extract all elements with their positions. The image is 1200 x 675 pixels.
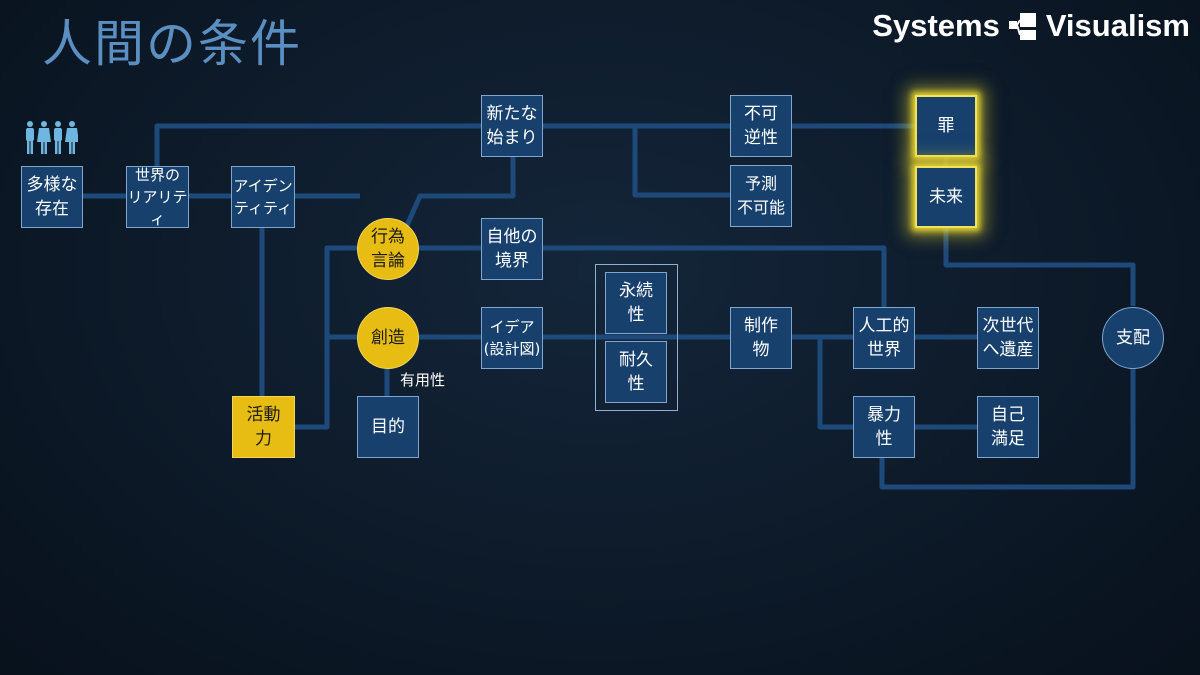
- node-world-reality: 世界の リアリティ: [126, 166, 189, 228]
- node-durability: 耐久 性: [605, 341, 667, 403]
- node-production: 制作 物: [730, 307, 792, 369]
- link-world-to-top: [154, 123, 920, 168]
- node-domination: 支配: [1102, 307, 1164, 369]
- node-activity: 活動 力: [232, 396, 295, 458]
- node-identity: アイデン ティティ: [231, 166, 295, 228]
- permanence-group-frame: [595, 264, 678, 411]
- node-permanence: 永続 性: [605, 272, 667, 334]
- node-artificial-world: 人工的 世界: [853, 307, 915, 369]
- link-branch-to-unpredictable: [632, 126, 730, 198]
- node-future: 未来: [915, 166, 977, 228]
- node-sin: 罪: [915, 95, 977, 157]
- node-new-beginning: 新たな 始まり: [481, 95, 543, 157]
- node-creation: 創造: [357, 307, 419, 369]
- link-domination-loop: [879, 368, 1136, 490]
- node-self-satisfaction: 自己 満足: [977, 396, 1039, 458]
- node-irreversibility: 不可 逆性: [730, 95, 792, 157]
- node-diversity: 多様な 存在: [21, 166, 83, 228]
- brand-left-text: Systems: [872, 8, 1000, 43]
- brand-right-text: Visualism: [1045, 8, 1190, 43]
- link-future-to-domination: [943, 228, 1136, 306]
- link-production-to-violence: [817, 337, 853, 430]
- node-idea: イデア (設計図): [481, 307, 543, 369]
- systems-visualism-logo-icon: [1008, 13, 1036, 40]
- node-self-other-boundary: 自他の 境界: [481, 218, 543, 280]
- people-group-icon: [26, 121, 78, 154]
- label-usefulness: 有用性: [400, 371, 446, 389]
- node-action-speech: 行為 言論: [357, 218, 419, 280]
- node-unpredictability: 予測 不可能: [730, 165, 792, 227]
- page-title: 人間の条件: [42, 15, 302, 73]
- node-purpose: 目的: [357, 396, 419, 458]
- link-identity-to-newbeginning: [402, 157, 516, 232]
- node-violence: 暴力 性: [853, 396, 915, 458]
- link-boundary-to-artificial: [542, 245, 887, 307]
- brand-logo: Systems Visualism: [872, 8, 1190, 44]
- node-next-generation: 次世代 へ遺産: [977, 307, 1039, 369]
